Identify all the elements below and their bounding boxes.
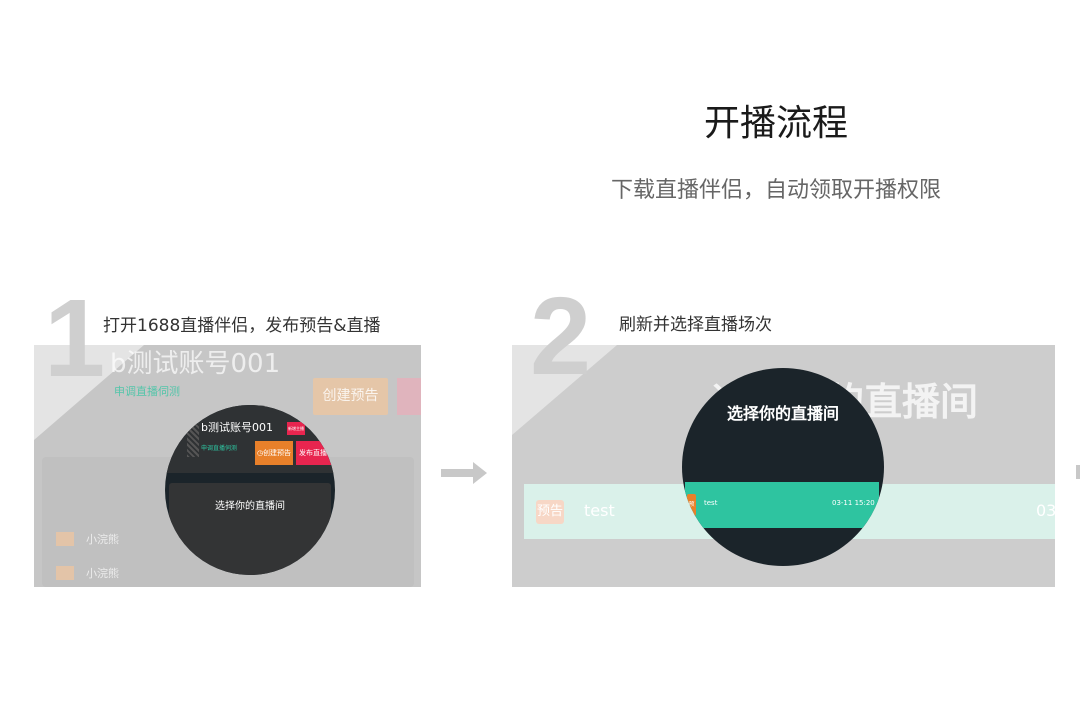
bg-create-button: 创建预告 [313,378,388,415]
page-subtitle: 下载直播伴侣，自动领取开播权限 [610,178,941,203]
bg-publish-button [397,378,421,415]
qr-code-icon [187,423,199,457]
step-2-number: 2 [530,275,592,398]
next-arrow-partial [1076,465,1080,479]
room-row[interactable] [685,482,879,528]
page-title: 开播流程 [703,103,848,144]
new-anchor-badge: 新增主播 [287,422,305,435]
create-preview-button[interactable]: ◷创建预告 [255,441,293,465]
bg-row-time: 03 [1036,501,1055,520]
step-1-label: 打开1688直播伴侣，发布预告&直播 [103,316,381,336]
bg-row-name: test [584,501,615,520]
bg-list-item: 小浣熊 [86,567,119,580]
room-title: 选择你的直播间 [726,404,839,423]
panel-title: 选择你的直播间 [215,501,285,512]
row-preview-badge: 预告 [687,494,696,516]
bg-status: 申调直播伺测 [114,385,180,398]
step-2-label: 刷新并选择直播场次 [619,315,772,335]
step-1-zoom-circle: b测试账号001 新增主播 申调直播伺测 ◷创建预告 发布直播 选择你的直播间 [165,405,335,575]
bg-list-item: 小浣熊 [86,533,119,546]
bg-list-badge [56,566,74,580]
step-1-number: 1 [44,277,106,400]
arrow-right-icon [441,462,487,484]
row-name: test [704,499,718,507]
account-name: b测试账号001 [201,421,273,434]
create-preview-label: 创建预告 [263,449,292,457]
bg-row-badge: 预告 [536,500,564,524]
step-2-zoom-circle: 选择你的直播间 预告 test 03-11 15:20 [682,368,884,566]
bg-list-badge [56,532,74,546]
bg-account-name: b测试账号001 [110,349,281,379]
publish-live-button[interactable]: 发布直播 [296,441,335,465]
account-status: 申调直播伺测 [201,445,238,452]
clock-icon: ◷ [256,449,264,457]
row-time: 03-11 15:20 [832,499,875,507]
select-room-panel [169,483,331,575]
